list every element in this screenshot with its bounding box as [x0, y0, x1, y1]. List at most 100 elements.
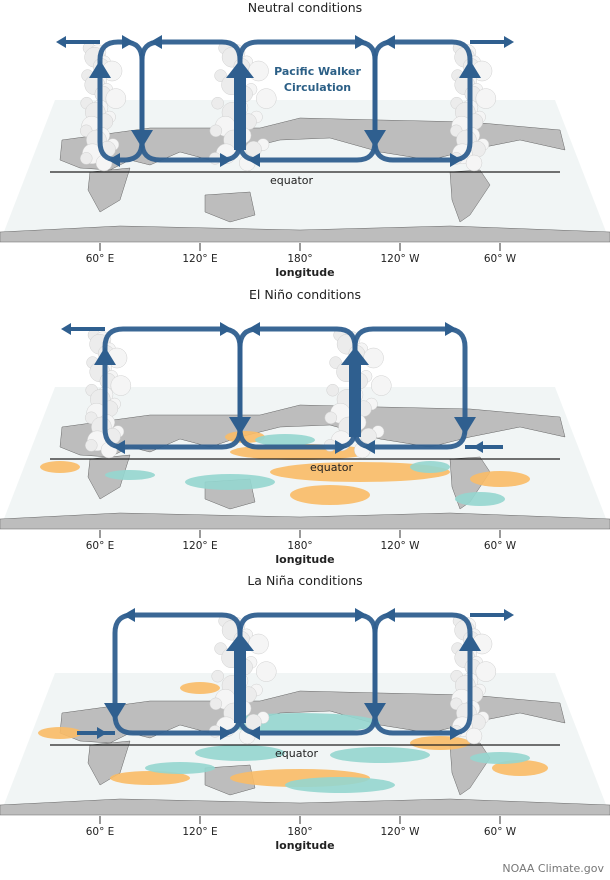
- cloud-column: [79, 41, 127, 172]
- tick-label: 180°: [287, 540, 313, 552]
- cloud-puff: [475, 661, 497, 682]
- tick-label: 180°: [287, 826, 313, 838]
- warm-anomaly: [110, 771, 190, 785]
- cool-anomaly: [255, 434, 315, 446]
- arrowhead-outward-icon: [504, 609, 514, 621]
- tick-label: 120° W: [380, 826, 420, 838]
- cloud-puff: [211, 96, 224, 110]
- cloud-puff: [465, 154, 483, 172]
- arrowhead-outward-icon: [504, 36, 514, 48]
- el-nino-panel: El Niño conditions equator 60° E 120° E …: [0, 287, 610, 574]
- cloud-puff: [105, 88, 127, 109]
- la-nina-panel: La Niña conditions equator 60° E 120° E …: [0, 573, 610, 860]
- panel-title: El Niño conditions: [248, 287, 362, 302]
- cool-anomaly: [185, 474, 275, 490]
- arrowhead-right-icon: [220, 726, 232, 740]
- arrowhead-outward-icon: [61, 323, 71, 335]
- arrowhead-left-icon: [248, 153, 260, 167]
- tick-label: 180°: [287, 253, 313, 265]
- landmass: [0, 512, 610, 530]
- arrowhead-right-icon: [122, 35, 134, 49]
- tick-label: 60° E: [85, 826, 115, 838]
- warm-anomaly: [290, 485, 370, 505]
- arrow-down-icon: [229, 417, 251, 435]
- cloud-puff: [80, 152, 93, 165]
- el-nino-diagram: [0, 322, 610, 538]
- x-axis-label: longitude: [275, 266, 335, 279]
- tick-label: 60° E: [85, 253, 115, 265]
- x-axis-label: longitude: [275, 839, 335, 852]
- landmass: [0, 225, 610, 243]
- tick-label: 60° E: [85, 540, 115, 552]
- arrowhead-inward-icon: [473, 441, 483, 453]
- equator-label: equator: [270, 174, 314, 187]
- landmass: [87, 740, 131, 786]
- arrowhead-right-icon: [355, 35, 367, 49]
- arrowhead-right-icon: [335, 440, 347, 454]
- neutral-panel: Neutral conditions Pacific Walker Circul…: [0, 0, 610, 287]
- walker-circulation-label: Pacific Walker Circulation: [274, 65, 361, 94]
- arrowhead-right-icon: [355, 608, 367, 622]
- cool-anomaly: [105, 470, 155, 480]
- tick-label: 120° W: [380, 540, 420, 552]
- neutral-diagram: [0, 35, 610, 251]
- arrowhead-left-icon: [113, 440, 125, 454]
- cloud-puff: [85, 439, 98, 452]
- landmass: [204, 191, 256, 223]
- warm-anomaly: [180, 682, 220, 694]
- arrowhead-left-icon: [150, 35, 162, 49]
- tick-label: 60° W: [483, 826, 517, 838]
- landmass: [0, 798, 610, 816]
- tick-label: 120° E: [182, 253, 218, 265]
- arrowhead-left-icon: [383, 608, 395, 622]
- cool-anomaly: [145, 762, 215, 774]
- landmass: [204, 764, 256, 796]
- arrowhead-left-icon: [248, 322, 260, 336]
- arrowhead-inward-icon: [97, 727, 107, 739]
- warm-anomaly: [38, 727, 82, 739]
- cool-anomaly: [330, 747, 430, 763]
- x-axis-label: longitude: [275, 553, 335, 566]
- cool-anomaly: [410, 461, 450, 473]
- arrow-up-icon: [89, 60, 111, 78]
- panel-title: Neutral conditions: [247, 0, 363, 15]
- credit: NOAA Climate.gov: [502, 862, 604, 875]
- landmass: [449, 169, 491, 223]
- equator-label: equator: [275, 747, 319, 760]
- tick-label: 120° W: [380, 253, 420, 265]
- cool-anomaly: [470, 752, 530, 764]
- arrowhead-left-icon: [123, 608, 135, 622]
- warm-anomaly: [470, 471, 530, 487]
- arrow-up-icon: [459, 633, 481, 651]
- tick-label: 120° E: [182, 826, 218, 838]
- warm-anomaly: [492, 760, 548, 776]
- equator-label: equator: [310, 461, 354, 474]
- cloud-puff: [256, 88, 277, 109]
- cloud-puff: [209, 697, 223, 711]
- cloud-puff: [209, 124, 223, 138]
- arrowhead-left-icon: [383, 35, 395, 49]
- arrowhead-left-icon: [248, 726, 260, 740]
- cool-anomaly: [195, 745, 285, 761]
- warm-anomaly: [270, 462, 450, 482]
- cloud-puff: [326, 383, 339, 397]
- arrowhead-right-icon: [450, 153, 462, 167]
- panel-title: La Niña conditions: [247, 573, 363, 588]
- arrowhead-left-icon: [363, 440, 375, 454]
- arrowhead-right-icon: [450, 726, 462, 740]
- arrow-down-icon: [364, 130, 386, 148]
- warm-anomaly: [410, 736, 470, 750]
- tick-label: 60° W: [483, 253, 517, 265]
- la-nina-diagram: [0, 608, 610, 824]
- cloud-puff: [211, 669, 224, 683]
- cool-anomaly: [285, 777, 395, 793]
- cool-anomaly: [455, 492, 505, 506]
- cloud-puff: [324, 411, 338, 425]
- cloud-puff: [256, 661, 277, 682]
- cloud-puff: [465, 727, 483, 745]
- arrow-down-icon: [364, 703, 386, 721]
- arrow-down-icon: [454, 417, 476, 435]
- arrowhead-left-icon: [108, 153, 120, 167]
- arrowhead-right-icon: [220, 153, 232, 167]
- arrowhead-right-icon: [445, 322, 457, 336]
